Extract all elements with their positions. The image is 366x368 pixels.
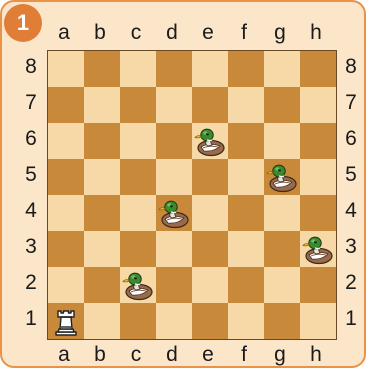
file-label-bottom-e: e [190, 342, 226, 368]
square-a5[interactable] [48, 159, 84, 195]
square-d3[interactable] [156, 231, 192, 267]
square-d6[interactable] [156, 123, 192, 159]
rank-label-right-6: 6 [336, 121, 366, 157]
square-g2[interactable] [264, 267, 300, 303]
chess-board[interactable] [47, 50, 337, 340]
rank-label-right-3: 3 [336, 229, 366, 265]
duck-piece-h3[interactable] [300, 231, 336, 267]
square-f5[interactable] [228, 159, 264, 195]
file-label-bottom-g: g [262, 342, 298, 368]
square-e2[interactable] [192, 267, 228, 303]
square-d2[interactable] [156, 267, 192, 303]
square-b3[interactable] [84, 231, 120, 267]
square-f6[interactable] [228, 123, 264, 159]
rank-label-right-1: 1 [336, 301, 366, 337]
square-f1[interactable] [228, 303, 264, 339]
square-h2[interactable] [300, 267, 336, 303]
file-label-top-g: g [262, 20, 298, 46]
file-label-bottom-h: h [298, 342, 334, 368]
square-b7[interactable] [84, 87, 120, 123]
file-label-bottom-d: d [154, 342, 190, 368]
square-h6[interactable] [300, 123, 336, 159]
square-c8[interactable] [120, 51, 156, 87]
square-h1[interactable] [300, 303, 336, 339]
square-a4[interactable] [48, 195, 84, 231]
square-c7[interactable] [120, 87, 156, 123]
rank-label-left-5: 5 [16, 157, 46, 193]
file-label-top-e: e [190, 20, 226, 46]
square-b2[interactable] [84, 267, 120, 303]
square-a7[interactable] [48, 87, 84, 123]
square-f7[interactable] [228, 87, 264, 123]
rank-label-left-2: 2 [16, 265, 46, 301]
square-b6[interactable] [84, 123, 120, 159]
file-label-top-h: h [298, 20, 334, 46]
square-b8[interactable] [84, 51, 120, 87]
rank-label-left-7: 7 [16, 85, 46, 121]
square-h5[interactable] [300, 159, 336, 195]
duck-piece-g5[interactable] [264, 159, 300, 195]
square-a6[interactable] [48, 123, 84, 159]
rank-label-right-4: 4 [336, 193, 366, 229]
diagram-number-badge: 1 [4, 4, 42, 42]
rank-label-right-8: 8 [336, 49, 366, 85]
rank-label-right-2: 2 [336, 265, 366, 301]
square-g7[interactable] [264, 87, 300, 123]
square-e1[interactable] [192, 303, 228, 339]
file-label-top-d: d [154, 20, 190, 46]
square-f8[interactable] [228, 51, 264, 87]
square-g3[interactable] [264, 231, 300, 267]
file-label-bottom-a: a [46, 342, 82, 368]
square-c1[interactable] [120, 303, 156, 339]
square-g8[interactable] [264, 51, 300, 87]
square-f3[interactable] [228, 231, 264, 267]
square-c5[interactable] [120, 159, 156, 195]
square-h7[interactable] [300, 87, 336, 123]
file-label-bottom-c: c [118, 342, 154, 368]
square-b5[interactable] [84, 159, 120, 195]
square-h4[interactable] [300, 195, 336, 231]
duck-piece-d4[interactable] [156, 195, 192, 231]
file-label-top-c: c [118, 20, 154, 46]
file-label-top-a: a [46, 20, 82, 46]
duck-piece-e6[interactable] [192, 123, 228, 159]
rank-label-left-4: 4 [16, 193, 46, 229]
square-d8[interactable] [156, 51, 192, 87]
square-b1[interactable] [84, 303, 120, 339]
square-a3[interactable] [48, 231, 84, 267]
square-e4[interactable] [192, 195, 228, 231]
square-d1[interactable] [156, 303, 192, 339]
rank-label-right-5: 5 [336, 157, 366, 193]
square-e3[interactable] [192, 231, 228, 267]
square-g6[interactable] [264, 123, 300, 159]
rank-label-left-8: 8 [16, 49, 46, 85]
square-f2[interactable] [228, 267, 264, 303]
square-c6[interactable] [120, 123, 156, 159]
square-d7[interactable] [156, 87, 192, 123]
rank-label-left-6: 6 [16, 121, 46, 157]
square-a8[interactable] [48, 51, 84, 87]
duck-piece-c2[interactable] [120, 267, 156, 303]
rank-label-right-7: 7 [336, 85, 366, 121]
file-label-bottom-b: b [82, 342, 118, 368]
square-g4[interactable] [264, 195, 300, 231]
square-e8[interactable] [192, 51, 228, 87]
square-a2[interactable] [48, 267, 84, 303]
rank-label-left-1: 1 [16, 301, 46, 337]
square-e7[interactable] [192, 87, 228, 123]
square-g1[interactable] [264, 303, 300, 339]
square-e5[interactable] [192, 159, 228, 195]
file-label-bottom-f: f [226, 342, 262, 368]
square-c4[interactable] [120, 195, 156, 231]
square-h8[interactable] [300, 51, 336, 87]
square-d5[interactable] [156, 159, 192, 195]
white-rook-a1[interactable] [48, 303, 84, 339]
square-b4[interactable] [84, 195, 120, 231]
rank-label-left-3: 3 [16, 229, 46, 265]
square-c3[interactable] [120, 231, 156, 267]
file-label-top-b: b [82, 20, 118, 46]
file-label-top-f: f [226, 20, 262, 46]
square-f4[interactable] [228, 195, 264, 231]
